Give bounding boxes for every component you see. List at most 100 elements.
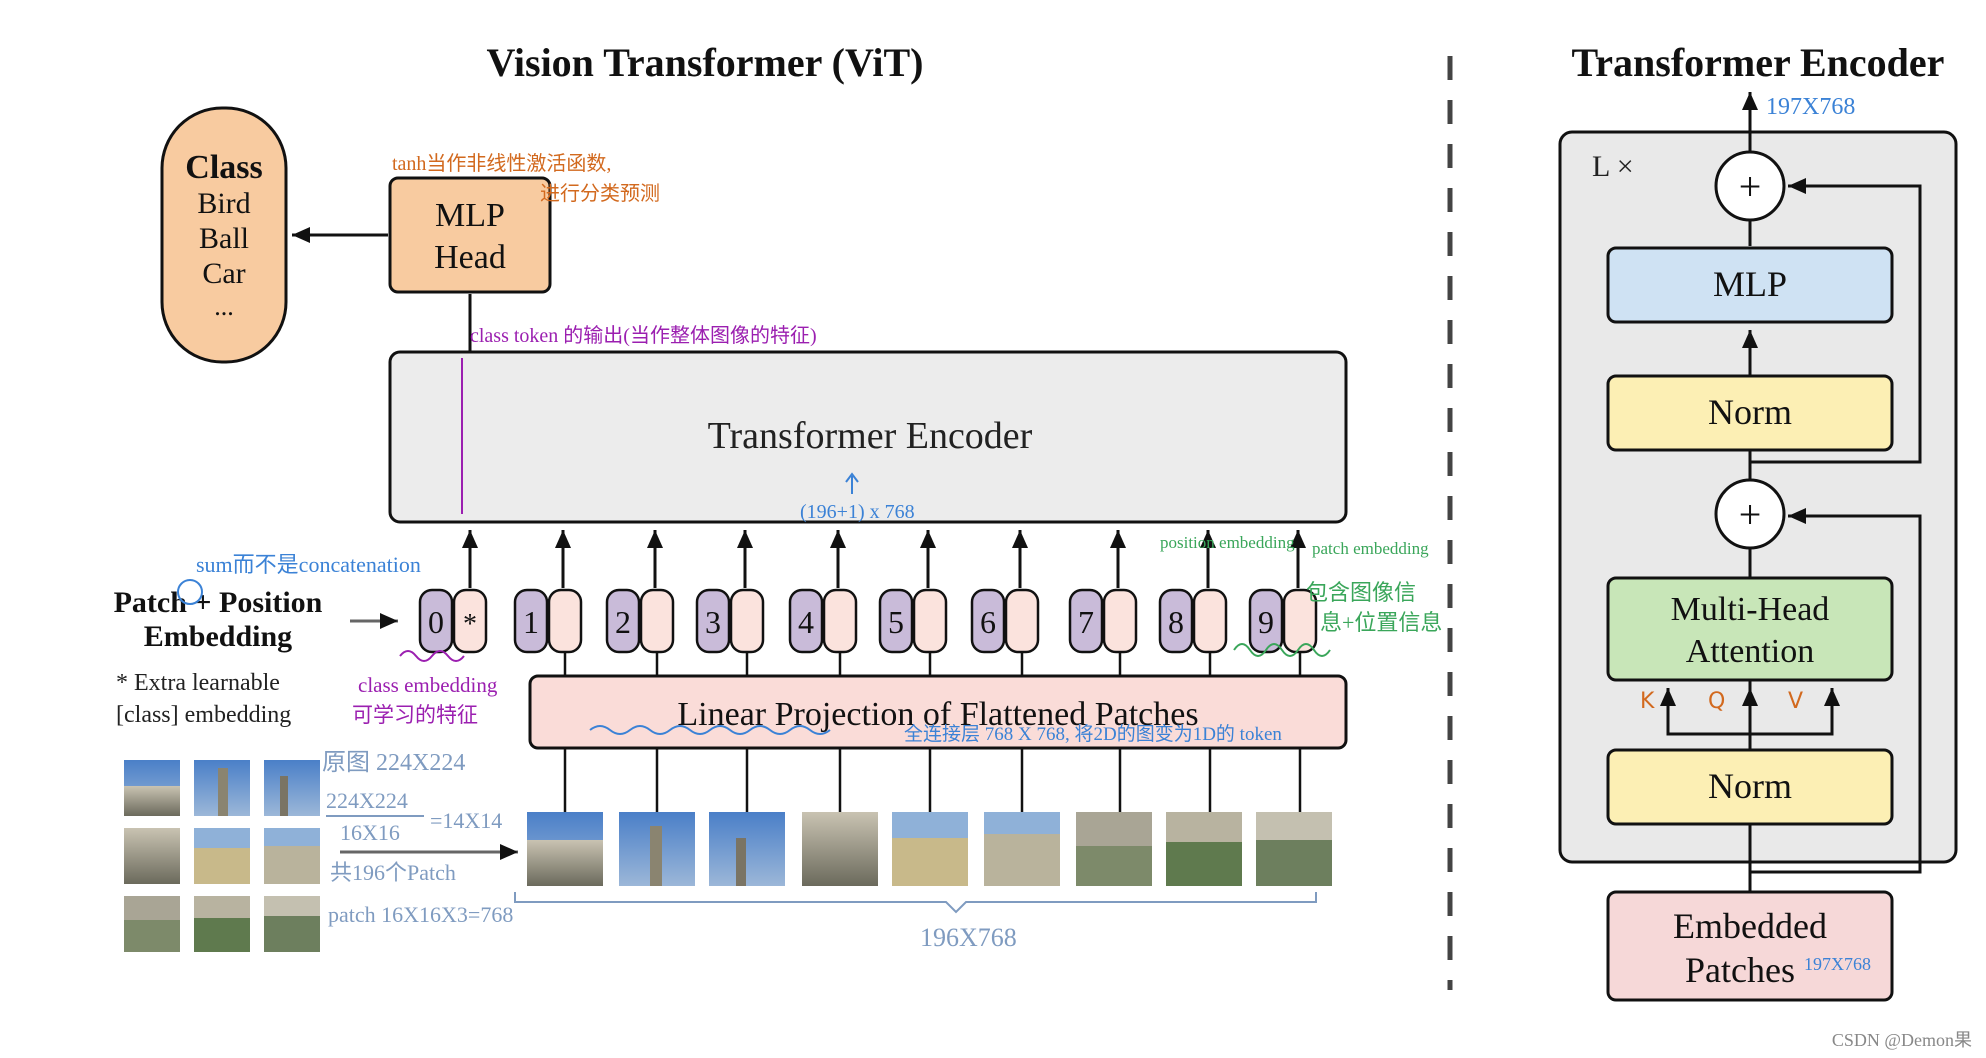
encoder-norm-top-label: Norm bbox=[1708, 392, 1792, 432]
add-circle-bottom bbox=[1714, 478, 1786, 550]
class-token bbox=[452, 588, 488, 654]
pos-token-label-4: 4 bbox=[798, 604, 814, 640]
patch-token-6 bbox=[1004, 588, 1040, 654]
pos-token-9 bbox=[1248, 588, 1284, 654]
annot-top-dims: 197X768 bbox=[1766, 94, 1855, 120]
token-pair-5: 5 bbox=[878, 588, 948, 654]
token-pair-2: 2 bbox=[605, 588, 675, 654]
annot-frac-num: 224X224 bbox=[326, 788, 408, 813]
annot-dims-196: 196X768 bbox=[920, 923, 1017, 952]
watermark: CSDN @Demon果 bbox=[1832, 1030, 1972, 1050]
mlp-head-box bbox=[388, 176, 552, 294]
class-item-ball: Ball bbox=[199, 222, 249, 255]
pos-token-7 bbox=[1068, 588, 1104, 654]
encoder-block-title: Transformer Encoder bbox=[1572, 40, 1945, 85]
class-item-ellipsis: ... bbox=[214, 292, 234, 321]
pos-token-label-8: 8 bbox=[1168, 604, 1184, 640]
annot-patch-dims: patch 16X16X3=768 bbox=[328, 902, 513, 927]
annot-class-embedding-line1: class embedding bbox=[358, 673, 498, 697]
annot-frac-den: 16X16 bbox=[340, 820, 400, 845]
embedded-patches-line2: Patches bbox=[1685, 950, 1795, 990]
token-pair-3: 3 bbox=[695, 588, 765, 654]
pos-token-1 bbox=[513, 588, 549, 654]
annot-frac-result: =14X14 bbox=[430, 808, 502, 833]
patch-image-3 bbox=[709, 812, 785, 886]
annot-squiggle-green bbox=[1233, 643, 1331, 657]
annot-patch-info-line2: 息+位置信息 bbox=[1320, 610, 1442, 635]
class-item-bird: Bird bbox=[197, 187, 250, 220]
encoder-mha-line2: Attention bbox=[1686, 633, 1814, 670]
label-v: V bbox=[1788, 689, 1803, 714]
annot-sum-circle bbox=[177, 579, 203, 605]
grid-patch-4 bbox=[124, 828, 180, 884]
repeat-label: L × bbox=[1592, 150, 1634, 183]
annot-squiggle-purple bbox=[399, 650, 465, 662]
patch-token-1 bbox=[547, 588, 583, 654]
token-pair-6: 6 bbox=[970, 588, 1040, 654]
class-token-symbol: * bbox=[463, 609, 477, 640]
pos-token-label-9: 9 bbox=[1258, 604, 1274, 640]
encoder-norm-top-box bbox=[1606, 374, 1894, 452]
pos-token-label-2: 2 bbox=[615, 604, 631, 640]
encoder-mha-box bbox=[1606, 576, 1894, 682]
annot-position-embedding: position embedding bbox=[1160, 533, 1295, 552]
extra-note-line1: * Extra learnable bbox=[116, 670, 280, 696]
encoder-mlp-box bbox=[1606, 246, 1894, 324]
label-k: K bbox=[1640, 689, 1655, 714]
encoder-mlp-label: MLP bbox=[1713, 264, 1787, 304]
annot-patch-count: 共196个Patch bbox=[330, 860, 456, 885]
patch-token-5 bbox=[912, 588, 948, 654]
flattened-patches bbox=[527, 812, 1332, 886]
mlp-head-line2: Head bbox=[434, 239, 506, 276]
annot-squiggle-blue bbox=[589, 725, 831, 735]
patch-token-8 bbox=[1192, 588, 1228, 654]
embedding-label-line2: Embedding bbox=[144, 620, 292, 653]
patch-token-4 bbox=[822, 588, 858, 654]
pos-token-label-6: 6 bbox=[980, 604, 996, 640]
residual-path-1 bbox=[1750, 508, 1922, 874]
pos-token-label-3: 3 bbox=[705, 604, 721, 640]
embedded-patches-box bbox=[1606, 890, 1894, 1002]
annot-patch-embedding: patch embedding bbox=[1312, 539, 1429, 558]
annot-sum: sum而不是concatenation bbox=[196, 552, 421, 577]
annot-orig-size: 原图 224X224 bbox=[322, 750, 465, 776]
token-pair-7: 7 bbox=[1068, 588, 1138, 654]
annot-patch-info-line1: 包含图像信 bbox=[1306, 580, 1416, 605]
transformer-encoder-box bbox=[388, 350, 1348, 524]
pos-token-4 bbox=[788, 588, 824, 654]
token-pair-1: 1 bbox=[513, 588, 583, 654]
encoder-mha-line1: Multi-Head bbox=[1671, 591, 1830, 628]
annot-tanh-line1: tanh当作非线性激活函数, bbox=[392, 152, 611, 175]
qkv-arrows bbox=[1660, 688, 1840, 750]
mlp-head-line1: MLP bbox=[435, 197, 505, 234]
transformer-encoder-label: Transformer Encoder bbox=[708, 415, 1033, 457]
add-circle-bottom-symbol: + bbox=[1739, 492, 1762, 537]
patch-token-3 bbox=[729, 588, 765, 654]
linear-projection-box bbox=[528, 674, 1348, 750]
pos-token-label-7: 7 bbox=[1078, 604, 1094, 640]
patch-image-4 bbox=[802, 812, 878, 886]
token-arrows bbox=[462, 530, 1306, 588]
token-pair-0: 0 * bbox=[418, 588, 488, 654]
encoder-norm-bottom-label: Norm bbox=[1708, 766, 1792, 806]
projection-connectors bbox=[563, 652, 1302, 676]
annot-embedded-dims: 197X768 bbox=[1804, 954, 1871, 974]
patch-token-7 bbox=[1102, 588, 1138, 654]
add-circle-top-symbol: + bbox=[1739, 164, 1762, 209]
pos-token-label-0: 0 bbox=[428, 604, 444, 640]
token-pair-9: 9 bbox=[1248, 588, 1318, 654]
extra-note-line2: [class] embedding bbox=[116, 702, 291, 728]
label-q: Q bbox=[1708, 689, 1725, 714]
token-pair-8: 8 bbox=[1158, 588, 1228, 654]
pos-token-label-1: 1 bbox=[523, 604, 539, 640]
vit-title: Vision Transformer (ViT) bbox=[486, 40, 923, 85]
pos-token-3 bbox=[695, 588, 731, 654]
patches-brace bbox=[514, 892, 1317, 914]
patch-image-connectors bbox=[563, 748, 1302, 812]
annot-class-embedding-line2: 可学习的特征 bbox=[352, 703, 478, 727]
embedding-label-line1: Patch + Position bbox=[114, 586, 323, 619]
class-box-title: Class bbox=[185, 149, 262, 186]
annot-class-token-output: class token 的输出(当作整体图像的特征) bbox=[470, 324, 817, 347]
annot-dims-197: (196+1) x 768 bbox=[800, 501, 915, 523]
